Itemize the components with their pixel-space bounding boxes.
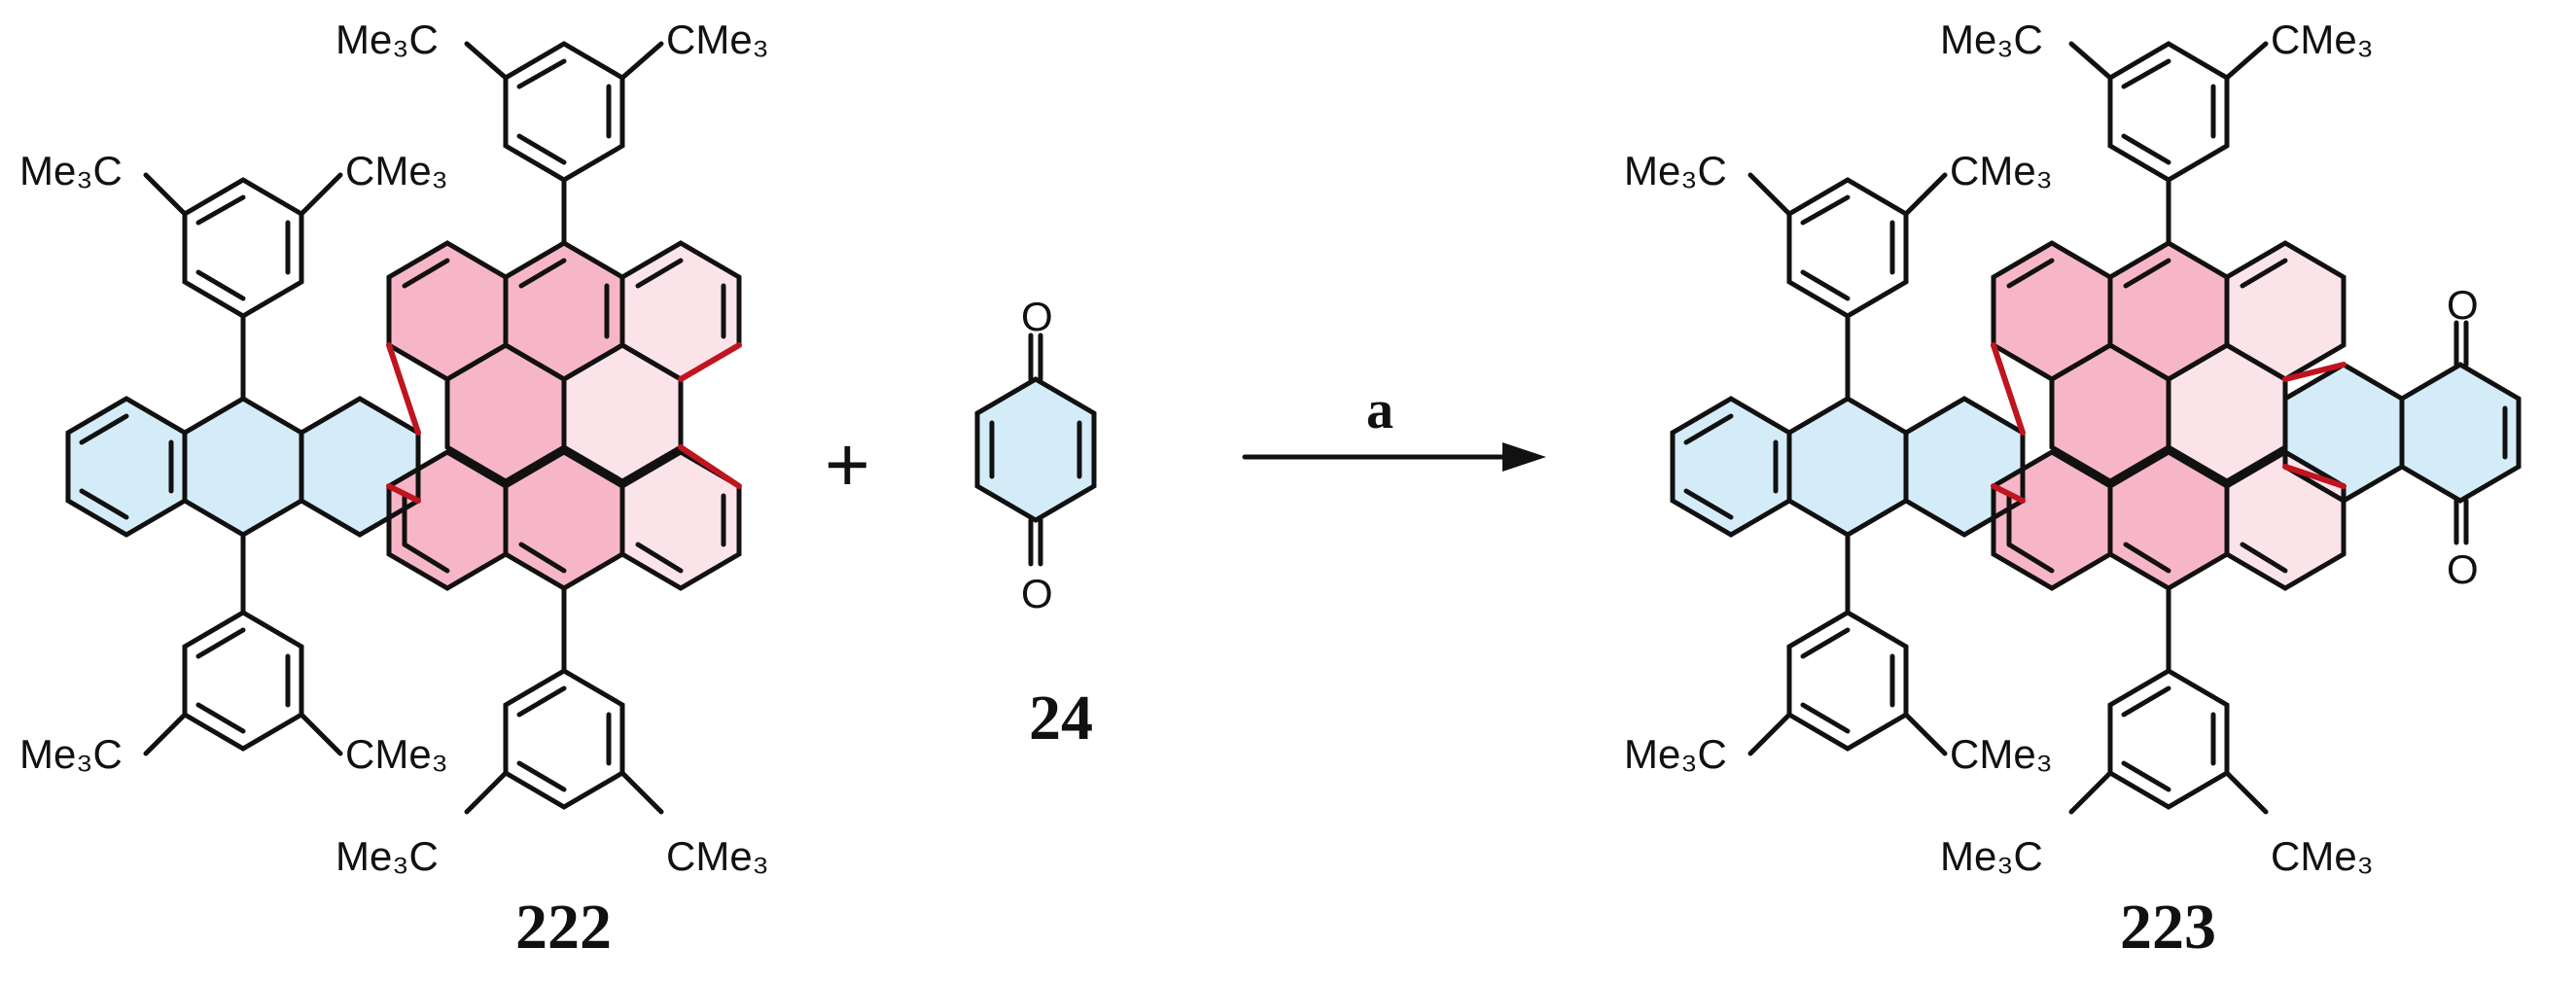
- tbu-label: Me₃C: [1940, 17, 2043, 62]
- tbu-label: Me₃C: [1940, 833, 2043, 879]
- tbu-label: CMe₃: [2271, 17, 2374, 62]
- oxygen-label: O: [1021, 571, 1053, 616]
- tbu-label: CMe₃: [666, 833, 769, 879]
- tbu-label: CMe₃: [1950, 148, 2053, 193]
- product-223: O O: [1624, 17, 2522, 963]
- tbu-label: Me₃C: [1624, 731, 1727, 777]
- arrow-condition-label: a: [1366, 380, 1394, 440]
- compound-number-222: 222: [515, 892, 612, 963]
- oxygen-label: O: [2447, 546, 2479, 592]
- tbu-label: CMe₃: [345, 731, 448, 777]
- oxygen-label: O: [1021, 294, 1053, 339]
- tbu-label: CMe₃: [1950, 731, 2053, 777]
- aryl-bottom-left: [143, 532, 343, 756]
- reagent-24: O O 24: [974, 294, 1097, 754]
- tbu-label: Me₃C: [335, 833, 439, 879]
- aryl-top-right: [2068, 41, 2269, 246]
- aryl-bottom-right: [464, 585, 664, 815]
- tbu-label: CMe₃: [666, 17, 769, 62]
- aryl-top-right: [464, 41, 664, 246]
- plus-sign: +: [825, 421, 870, 508]
- aryl-bottom-right: [2068, 585, 2269, 815]
- tbu-label: Me₃C: [19, 148, 123, 193]
- reactant-core: [65, 240, 742, 591]
- compound-number-24: 24: [1029, 683, 1093, 754]
- tbu-label: Me₃C: [1624, 148, 1727, 193]
- tbu-label: CMe₃: [345, 148, 448, 193]
- aryl-top-left: [143, 172, 343, 402]
- product-core: O O: [1670, 240, 2522, 592]
- compound-number-223: 223: [2120, 892, 2216, 963]
- aryl-bottom-left: [1747, 532, 1948, 756]
- aryl-top-left: [1747, 172, 1948, 402]
- reactant-222: Me₃C CMe₃ Me₃C CMe₃ Me₃C CMe₃ Me₃C CMe₃ …: [19, 17, 769, 963]
- tbu-label: Me₃C: [19, 731, 123, 777]
- tbu-label: CMe₃: [2271, 833, 2374, 879]
- tbu-label: Me₃C: [335, 17, 439, 62]
- reaction-arrow: a: [1242, 380, 1546, 472]
- oxygen-label: O: [2447, 282, 2479, 328]
